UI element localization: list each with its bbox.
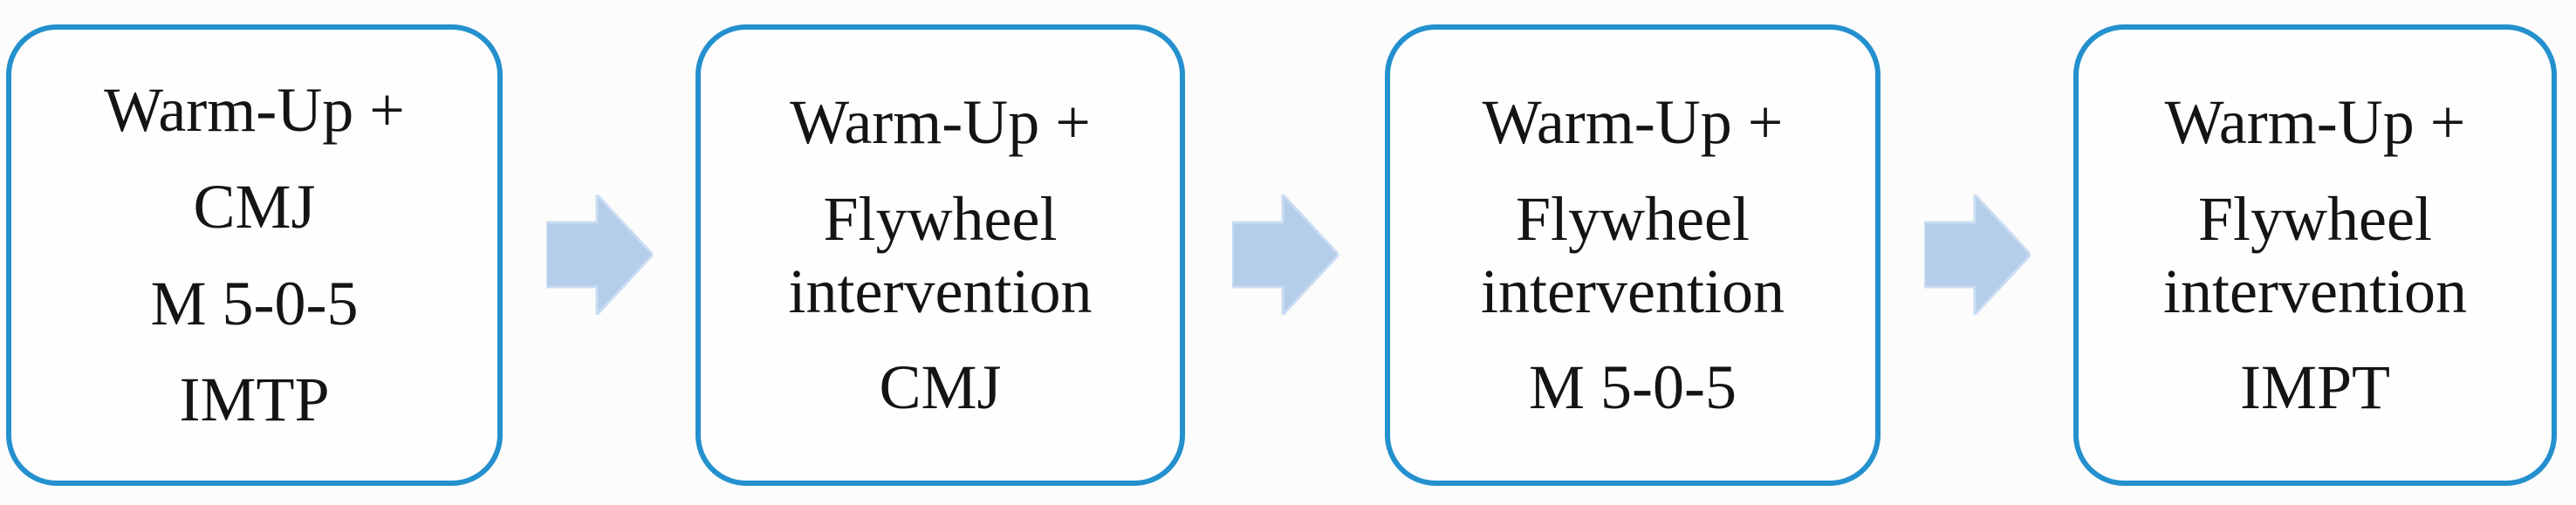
step-line: Flywheel (823, 183, 1058, 254)
step-line: Warm-Up + (2164, 87, 2466, 158)
step-box-2: Warm-Up + Flywheel intervention CMJ (695, 24, 1185, 486)
step-box-4: Warm-Up + Flywheel intervention IMPT (2073, 24, 2557, 486)
step-line: Warm-Up + (1482, 87, 1784, 158)
step-line: intervention (788, 256, 1093, 326)
step-line: M 5-0-5 (150, 268, 359, 338)
step-line: CMJ (879, 352, 1002, 423)
step-line: CMJ (193, 171, 316, 242)
step-line: intervention (1481, 256, 1785, 326)
step-line: IMTP (179, 365, 330, 435)
step-line: IMPT (2239, 352, 2391, 423)
step-box-1: Warm-Up + CMJ M 5-0-5 IMTP (6, 24, 503, 486)
step-line: M 5-0-5 (1529, 352, 1737, 423)
step-line: Flywheel (1516, 183, 1750, 254)
step-line: Warm-Up + (104, 75, 405, 146)
step-line: Flywheel (2198, 183, 2432, 254)
step-line: Warm-Up + (790, 87, 1091, 158)
right-arrow-icon (1232, 194, 1339, 315)
right-arrow-icon (1924, 194, 2031, 315)
step-box-3: Warm-Up + Flywheel intervention M 5-0-5 (1385, 24, 1881, 486)
step-line: intervention (2163, 256, 2467, 326)
right-arrow-icon (546, 194, 653, 315)
